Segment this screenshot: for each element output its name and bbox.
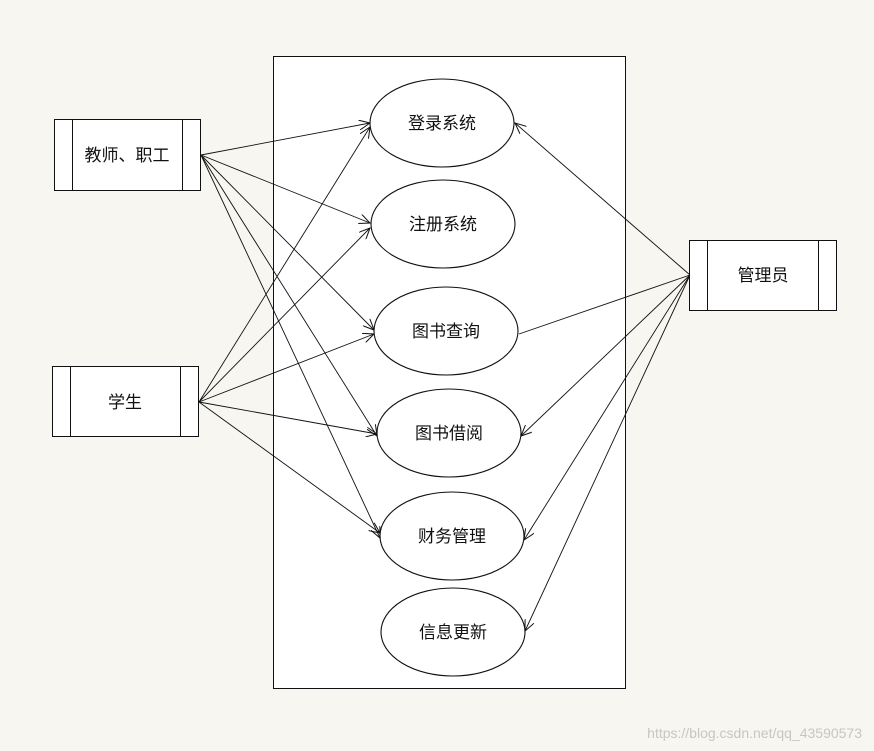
use-case-update: 信息更新: [380, 587, 526, 677]
actor-student: 学生: [52, 366, 199, 437]
connector-student-register: [198, 228, 370, 403]
use-case-finance: 财务管理: [379, 491, 525, 581]
connector-teacher-register: [200, 154, 370, 223]
actor-teacher: 教师、职工: [54, 119, 201, 191]
actor-student-label: 学生: [108, 393, 142, 413]
watermark: https://blog.csdn.net/qq_43590573: [647, 725, 862, 741]
use-case-update-label: 信息更新: [419, 623, 487, 643]
connector-teacher-search: [200, 154, 374, 330]
use-case-login-label: 登录系统: [408, 114, 476, 134]
connector-admin-update: [525, 274, 691, 631]
connector-admin-borrow: [521, 274, 691, 436]
use-case-borrow: 图书借阅: [376, 388, 522, 478]
connector-student-finance: [198, 401, 380, 533]
actor-teacher-label: 教师、职工: [85, 146, 170, 166]
use-case-register-label: 注册系统: [409, 215, 477, 235]
connector-student-search: [198, 334, 374, 403]
connectors: [198, 123, 691, 631]
actor-admin: 管理员: [689, 240, 837, 311]
use-case-search: 图书查询: [373, 286, 519, 376]
connector-admin-finance: [524, 274, 691, 540]
actor-admin-label: 管理员: [738, 266, 789, 286]
use-case-login: 登录系统: [369, 78, 515, 168]
connector-teacher-borrow: [200, 154, 377, 436]
use-case-register: 注册系统: [370, 179, 516, 269]
connector-teacher-finance: [200, 154, 380, 538]
connector-student-borrow: [198, 401, 377, 434]
use-case-borrow-label: 图书借阅: [415, 424, 483, 444]
use-case-finance-label: 财务管理: [418, 527, 486, 547]
use-case-search-label: 图书查询: [412, 322, 480, 342]
connector-teacher-login: [200, 123, 370, 156]
connector-student-login: [198, 127, 370, 403]
connector-admin-search: [518, 274, 691, 335]
connector-admin-login: [515, 123, 691, 276]
